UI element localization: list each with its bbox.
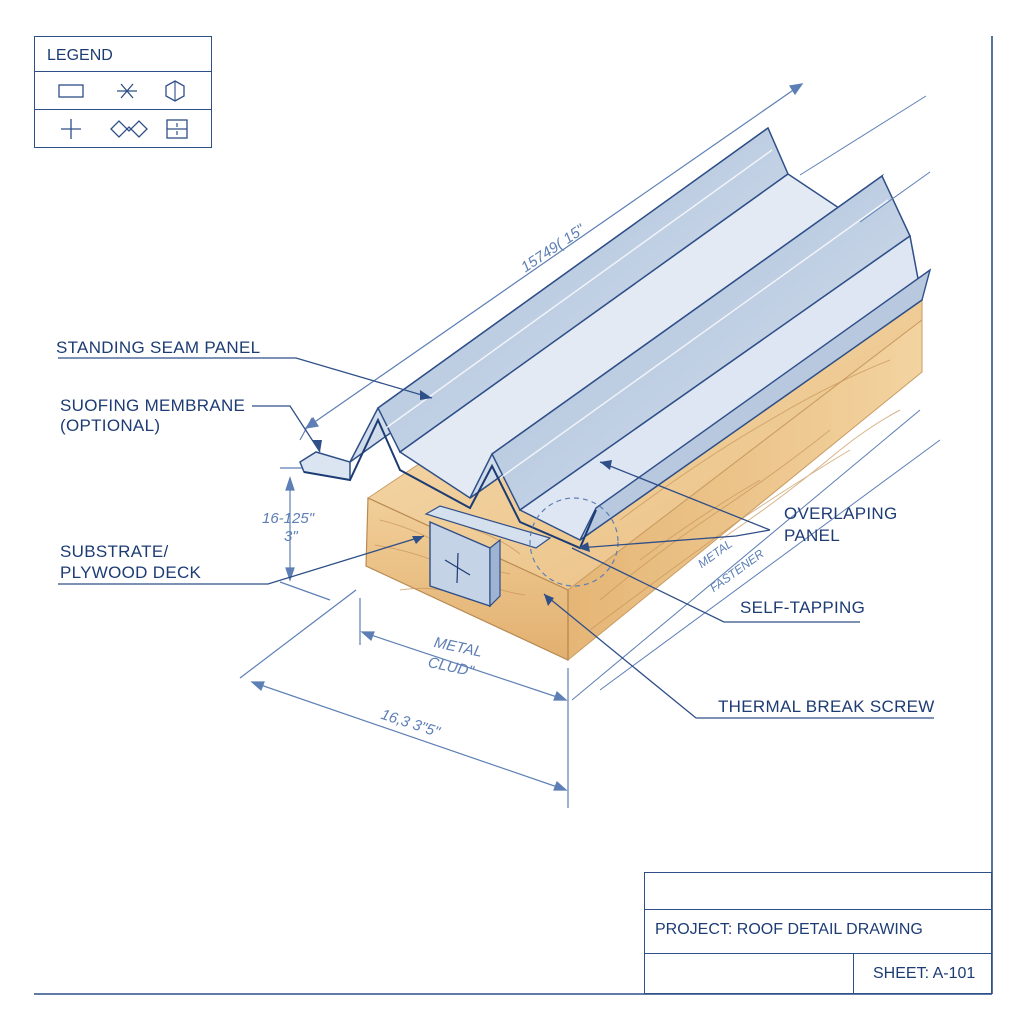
standing-seam-panel [299, 126, 932, 550]
dimension-height-1: 16-125" [262, 510, 315, 527]
label-overlapping: OVERLAPING [784, 504, 898, 523]
asterisk-symbol-icon [117, 83, 137, 99]
legend-title: LEGEND [47, 47, 113, 64]
label-standing-seam-panel: STANDING SEAM PANEL [56, 338, 261, 357]
label-roofing-membrane-optional: (OPTIONAL) [60, 416, 161, 435]
label-roofing-membrane: SUOFING MEMBRANE [60, 396, 246, 415]
label-self-tapping: SELF-TAPPING [740, 598, 866, 617]
dimension-lines [239, 83, 941, 808]
sheet-number: SHEET: A-101 [873, 965, 976, 982]
label-overlapping-panel: PANEL [784, 526, 840, 545]
plus-symbol-icon [61, 119, 81, 139]
cross-wave-symbol-icon [110, 120, 148, 138]
legend-box: LEGEND [34, 36, 212, 148]
leader-arrowheads [312, 390, 612, 606]
rectangle-symbol-icon [58, 84, 84, 98]
dimension-height-2: 3" [284, 528, 298, 545]
label-plywood-deck: PLYWOOD DECK [60, 563, 202, 582]
box-divider-symbol-icon [166, 119, 188, 139]
title-block: PROJECT: ROOF DETAIL DRAWING SHEET: A-10… [644, 872, 992, 994]
hexagon-symbol-icon [165, 80, 185, 102]
leader-lines [58, 357, 934, 719]
detail-circle [529, 497, 619, 587]
label-thermal-break-screw: THERMAL BREAK SCREW [718, 697, 935, 716]
project-title: PROJECT: ROOF DETAIL DRAWING [655, 921, 923, 938]
label-substrate: SUBSTRATE/ [60, 542, 169, 561]
metal-clip [429, 520, 501, 608]
sheet-border [34, 36, 993, 995]
